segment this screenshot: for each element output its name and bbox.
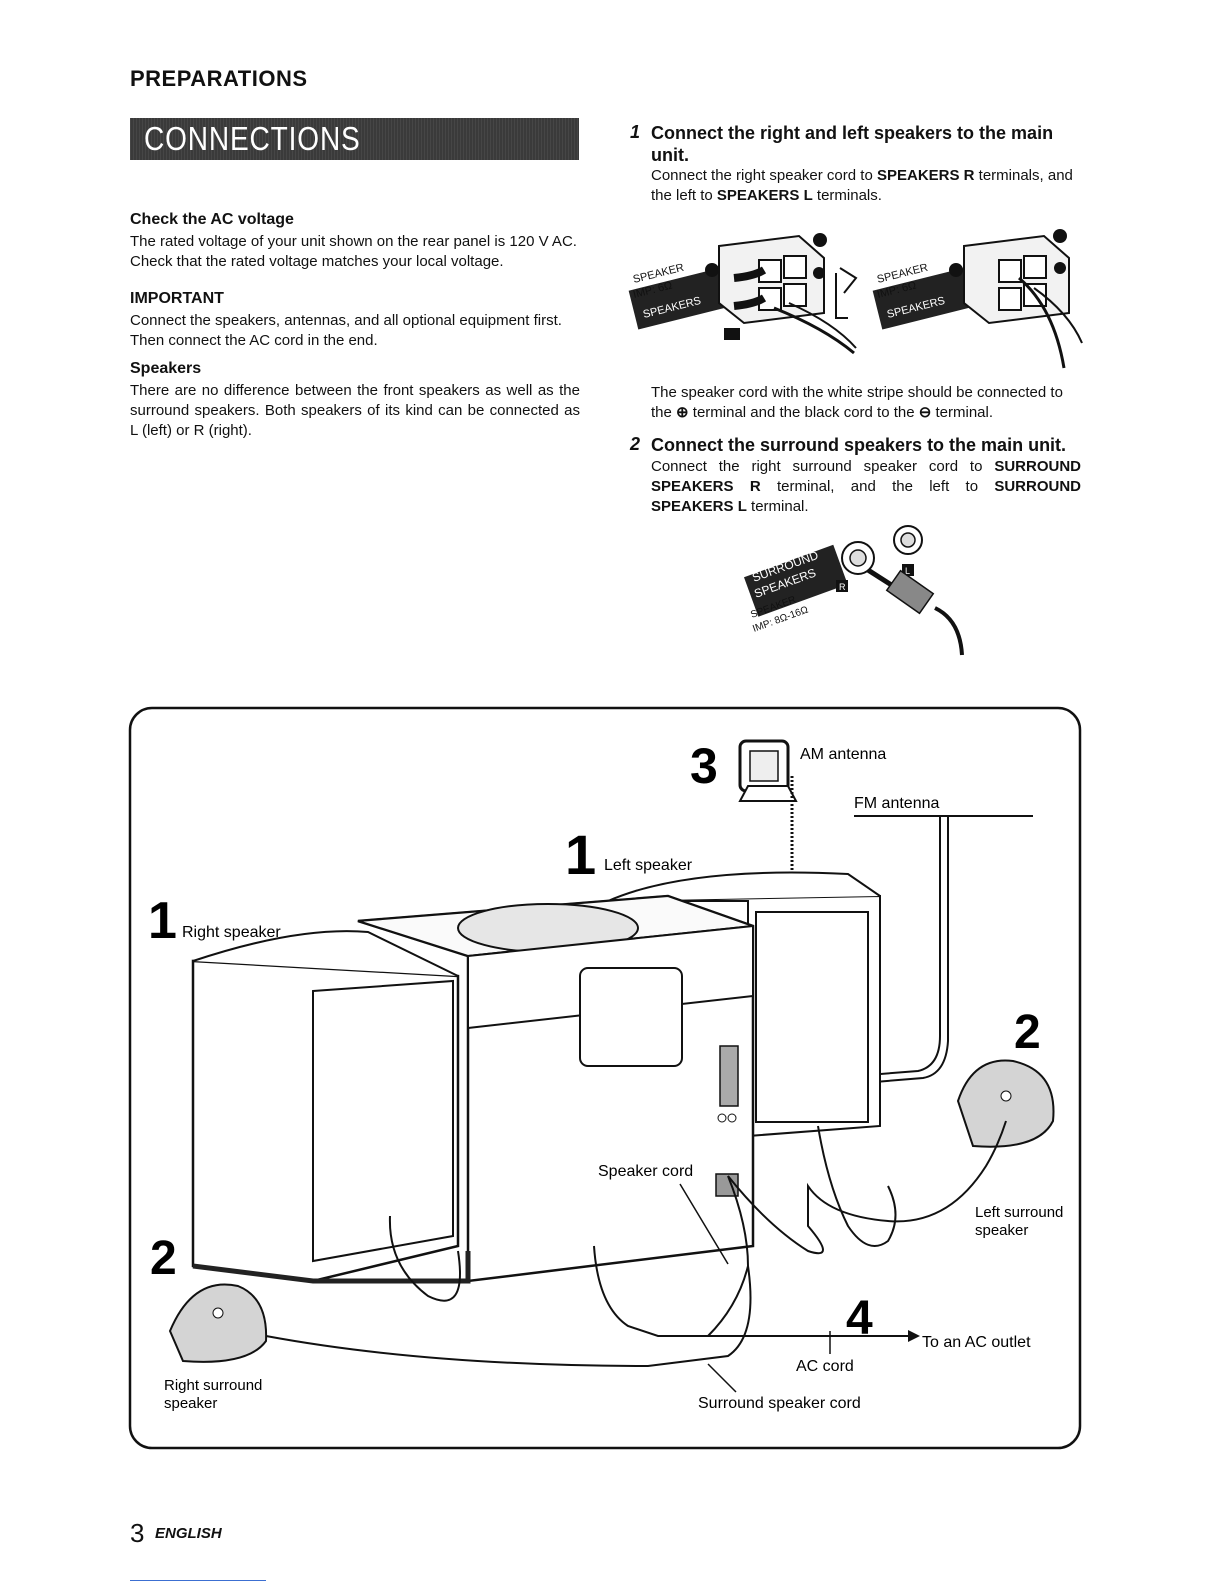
step-1-text: Connect the right speaker cord to SPEAKE… xyxy=(651,167,1073,204)
page-language: ENGLISH xyxy=(155,1525,222,1542)
terminal-after: SPEAKER IMP: 6Ω SPEAKERS xyxy=(872,229,1083,369)
step-2-right-marker: 2 xyxy=(150,1232,177,1285)
right-surround-label: Right surround xyxy=(164,1377,262,1394)
speaker-cords xyxy=(265,1120,1007,1368)
page-number: 3 xyxy=(130,1518,145,1548)
surround-cord-label: Surround speaker cord xyxy=(698,1395,861,1412)
speakers-heading: Speakers xyxy=(130,360,202,377)
section-banner: CONNECTIONS xyxy=(130,118,579,160)
step-3-marker: 3 xyxy=(690,738,718,794)
left-speaker-label: Left speaker xyxy=(604,857,693,874)
ac-outlet-label: To an AC outlet xyxy=(922,1334,1031,1351)
right-surround-label-2: speaker xyxy=(164,1395,217,1412)
right-speaker-label: Right speaker xyxy=(182,924,281,941)
step-1-right-marker: 1 xyxy=(148,892,177,950)
fm-antenna-label: FM antenna xyxy=(854,795,939,812)
connection-diagram: 3 AM antenna FM antenna 1 Left speaker 1… xyxy=(128,706,1082,1450)
left-surround-label: Left surround xyxy=(975,1204,1063,1221)
ac-cord-label: AC cord xyxy=(796,1358,854,1375)
surround-terminal-diagram: SURROUND SPEAKERS SPEAKER IMP: 8Ω-16Ω R … xyxy=(743,525,964,656)
right-surround-speaker xyxy=(168,1283,268,1363)
speakers-text: There are no difference between the fron… xyxy=(130,382,580,439)
ac-text: The rated voltage of your unit shown on … xyxy=(130,233,577,270)
left-surround-speaker xyxy=(956,1059,1055,1148)
terminal-before: SPEAKER IMP: 6Ω SPEAKERS xyxy=(628,233,857,355)
left-speaker xyxy=(607,871,881,1138)
step-2-text: Connect the right surround speaker cord … xyxy=(651,458,1081,515)
ac-heading: Check the AC voltage xyxy=(130,211,294,228)
bottom-rule xyxy=(130,1580,266,1581)
speaker-cord-pointer xyxy=(679,1183,729,1265)
arrow-icon xyxy=(835,267,858,319)
right-speaker xyxy=(191,930,471,1284)
step-2-title: Connect the surround speakers to the mai… xyxy=(651,435,1067,455)
banner-title: CONNECTIONS xyxy=(144,120,361,157)
speaker-cord-label: Speaker cord xyxy=(598,1163,693,1180)
step-2-left-marker: 2 xyxy=(1014,1006,1041,1059)
important-text: Connect the speakers, antennas, and all … xyxy=(130,312,562,349)
section-label: PREPARATIONS xyxy=(130,66,308,91)
main-unit xyxy=(357,894,755,1283)
important-heading: IMPORTANT xyxy=(130,290,224,307)
step-1-left-marker: 1 xyxy=(565,823,596,886)
svg-text:L: L xyxy=(905,566,910,576)
svg-text:R: R xyxy=(839,582,846,592)
diagram-frame xyxy=(128,706,1082,1450)
arrow-right-icon xyxy=(908,1330,920,1342)
fm-antenna-icon xyxy=(727,815,1033,1095)
speaker-terminal-diagram: SPEAKER IMP: 6Ω SPEAKERS SPEAKER IMP: 6Ω… xyxy=(628,229,1083,369)
surround-cord-pointer xyxy=(707,1363,737,1393)
plus-icon: ⊕ xyxy=(676,404,689,421)
step-1-title: Connect the right and left speakers to t… xyxy=(651,123,1054,165)
left-surround-label-2: speaker xyxy=(975,1222,1028,1239)
minus-icon: ⊖ xyxy=(918,404,932,421)
am-antenna-label: AM antenna xyxy=(800,746,886,763)
step-2-number: 2 xyxy=(630,434,641,454)
step-1-number: 1 xyxy=(630,122,641,142)
step-4-marker: 4 xyxy=(846,1292,873,1345)
polarity-note: The speaker cord with the white stripe s… xyxy=(651,384,1063,421)
